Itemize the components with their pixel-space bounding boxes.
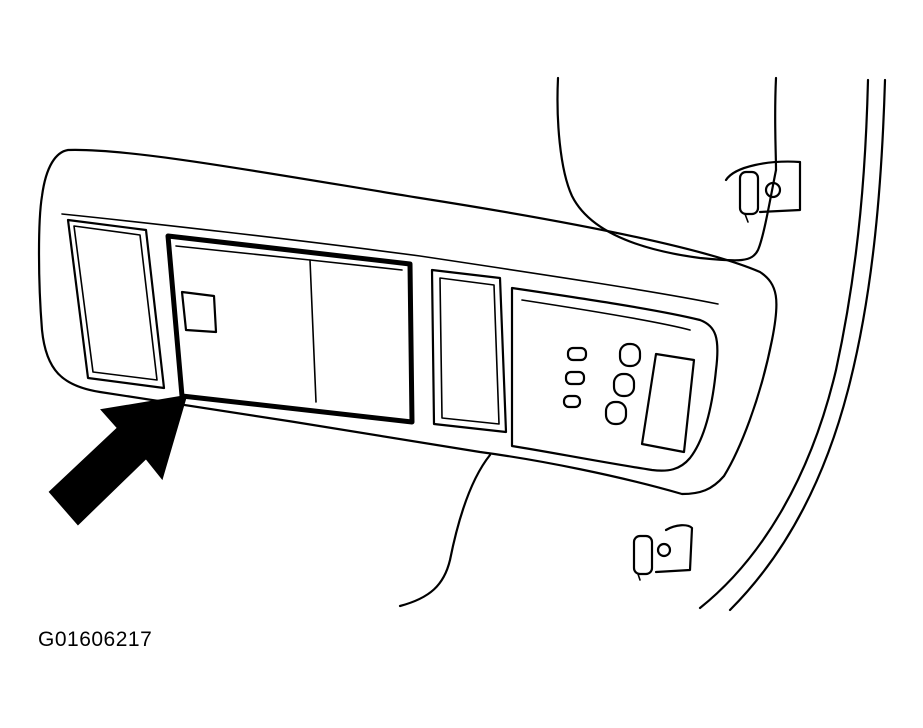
console-body — [37, 148, 778, 496]
button-3 — [562, 394, 582, 409]
right-lens — [430, 268, 508, 434]
button-5 — [612, 372, 636, 398]
indicator-arrow — [48, 394, 188, 526]
display-window — [640, 352, 696, 454]
left-lens — [66, 218, 166, 390]
upper-clip — [724, 160, 802, 223]
headliner-outline — [398, 76, 887, 612]
storage-compartment-door — [165, 233, 415, 425]
lower-clip — [632, 524, 694, 581]
button-1 — [566, 346, 588, 362]
figure-code-label: G01606217 — [38, 628, 153, 651]
button-2 — [564, 370, 586, 386]
button-4 — [618, 342, 642, 368]
button-6 — [604, 400, 628, 426]
control-panel — [510, 286, 719, 472]
